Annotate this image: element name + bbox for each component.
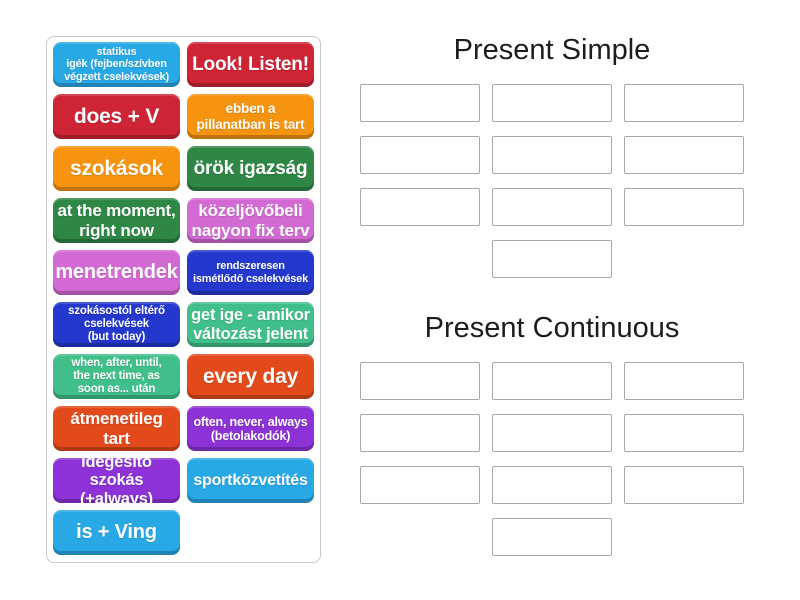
word-tile[interactable]: often, never, always (betolakodók) [187, 406, 314, 451]
answer-slot[interactable] [492, 413, 612, 452]
word-tile[interactable]: sportközvetítés [187, 458, 314, 503]
word-tile[interactable]: every day [187, 354, 314, 399]
answer-slot[interactable] [624, 465, 744, 504]
answer-slot[interactable] [360, 135, 480, 174]
answer-slot[interactable] [492, 187, 612, 226]
answer-slot[interactable] [360, 83, 480, 122]
answer-slot[interactable] [492, 361, 612, 400]
word-tile[interactable]: rendszeresen ismétlődő cselekvések [187, 250, 314, 295]
answer-slot[interactable] [492, 83, 612, 122]
word-tile-panel: statikus igék (fejben/szívben végzett cs… [46, 36, 321, 563]
answer-slot[interactable] [624, 135, 744, 174]
group-title: Present Continuous [424, 312, 680, 344]
word-tile[interactable]: is + Ving [53, 510, 180, 555]
word-tile[interactable]: szokásostól eltérő cselekvések (but toda… [53, 302, 180, 347]
group-present-simple: Present Simple [348, 33, 756, 278]
answer-slot[interactable] [624, 187, 744, 226]
group-title: Present Simple [453, 34, 651, 66]
answer-slot[interactable] [492, 135, 612, 174]
word-tile[interactable]: átmenetileg tart [53, 406, 180, 451]
word-tile[interactable]: get ige - amikor változást jelent [187, 302, 314, 347]
answer-slot[interactable] [360, 361, 480, 400]
answer-slot[interactable] [624, 83, 744, 122]
word-tile[interactable]: örök igazság [187, 146, 314, 191]
slots-grid-present-simple [348, 83, 756, 278]
word-tile[interactable]: statikus igék (fejben/szívben végzett cs… [53, 42, 180, 87]
word-tile[interactable]: Look! Listen! [187, 42, 314, 87]
word-tile[interactable]: közeljövőbeli nagyon fix terv [187, 198, 314, 243]
word-tile[interactable]: idegesítő szokás (+always) [53, 458, 180, 503]
word-tile[interactable]: ebben a pillanatban is tart [187, 94, 314, 139]
answer-slot[interactable] [492, 239, 612, 278]
answer-slot[interactable] [624, 361, 744, 400]
word-tile[interactable]: menetrendek [53, 250, 180, 295]
answer-slot[interactable] [492, 465, 612, 504]
word-tile[interactable]: at the moment, right now [53, 198, 180, 243]
answer-slot[interactable] [360, 413, 480, 452]
word-tile[interactable]: when, after, until, the next time, as so… [53, 354, 180, 399]
answer-slot[interactable] [492, 517, 612, 556]
word-tile[interactable]: does + V [53, 94, 180, 139]
slots-grid-present-continuous [348, 361, 756, 556]
group-present-continuous: Present Continuous [348, 311, 756, 556]
answer-slot[interactable] [360, 187, 480, 226]
word-tile[interactable]: szokások [53, 146, 180, 191]
tiles-grid: statikus igék (fejben/szívben végzett cs… [53, 42, 314, 555]
answer-slot[interactable] [624, 413, 744, 452]
answer-slot[interactable] [360, 465, 480, 504]
